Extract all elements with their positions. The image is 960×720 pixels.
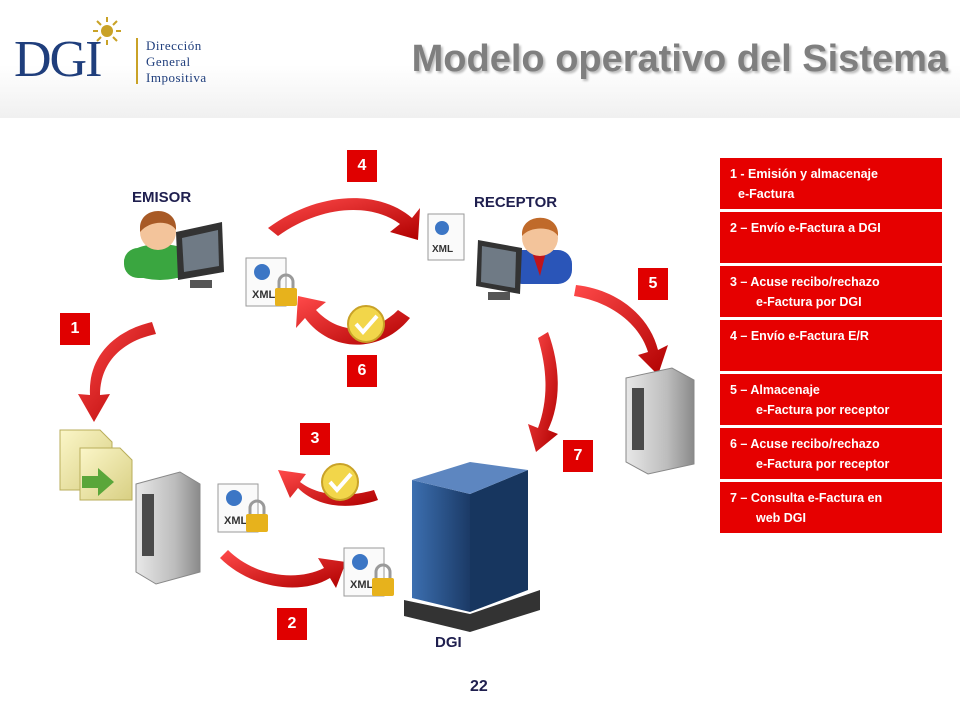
- logo-text: Dirección General Impositiva: [146, 38, 207, 86]
- step-badge-2: 2: [277, 608, 307, 640]
- legend-item-1-line1: 1 - Emisión y almacenaje: [730, 167, 878, 181]
- arrow-3: [278, 470, 378, 506]
- xml-doc-icon-receptor: XML: [427, 213, 465, 261]
- arrow-1: [78, 322, 156, 422]
- legend-item-2: 2 – Envío e-Factura a DGI: [720, 212, 942, 263]
- arrow-7: [528, 332, 558, 452]
- legend-item-3-line1: 3 – Acuse recibo/rechazo: [730, 275, 880, 289]
- step-badge-3: 3: [300, 423, 330, 455]
- arrow-4: [268, 198, 420, 240]
- legend-item-5-line1: 5 – Almacenaje: [730, 383, 820, 397]
- dgi-building-icon: [404, 462, 540, 632]
- svg-text:XML: XML: [432, 244, 453, 255]
- legend-item-5: 5 – Almacenaje e-Factura por receptor: [720, 374, 942, 425]
- dgi-logo: DGI Dirección General Impositiva: [14, 16, 224, 88]
- logo-mark: DGI: [14, 31, 102, 88]
- logo-line-2: General: [146, 54, 191, 69]
- step-badge-1: 1: [60, 313, 90, 345]
- logo-line-1: Dirección: [146, 38, 202, 53]
- legend-item-3: 3 – Acuse recibo/rechazo e-Factura por D…: [720, 266, 942, 317]
- legend-item-7-line1: 7 – Consulta e-Factura en: [730, 491, 883, 505]
- receptor-label: RECEPTOR: [474, 194, 558, 211]
- svg-text:XML: XML: [224, 515, 248, 527]
- page-number: 22: [470, 678, 488, 695]
- xml-doc-icon-dgi-inbound: XML: [217, 483, 268, 533]
- logo-divider: [136, 38, 138, 84]
- dgi-label: DGI: [435, 634, 462, 651]
- emisor-monitor-icon: [176, 222, 224, 288]
- xml-doc-icon-dgi-outbound: XML: [343, 547, 394, 597]
- legend-item-1-line2: e-Factura: [738, 187, 795, 201]
- legend-item-7-line2: web DGI: [756, 511, 807, 525]
- receptor-monitor-icon: [476, 240, 522, 300]
- server-icon-emisor: [135, 471, 201, 585]
- sun-icon: [93, 17, 121, 45]
- legend-item-7: 7 – Consulta e-Factura en web DGI: [720, 482, 942, 533]
- header-band: [0, 0, 960, 118]
- svg-text:XML: XML: [252, 289, 276, 301]
- legend-item-5-line2: e-Factura por receptor: [756, 403, 890, 417]
- xml-doc-icon-emisor: XML: [245, 257, 297, 307]
- legend-item-2-line1: 2 – Envío e-Factura a DGI: [730, 221, 881, 235]
- receptor-user-icon: [508, 217, 572, 284]
- step-badge-7: 7: [563, 440, 593, 472]
- check-icon-6: [347, 305, 385, 343]
- legend: 1 - Emisión y almacenaje e-Factura 2 – E…: [720, 158, 942, 536]
- step-badge-6: 6: [347, 355, 377, 387]
- legend-item-6-line2: e-Factura por receptor: [756, 457, 890, 471]
- svg-text:XML: XML: [350, 579, 374, 591]
- legend-item-6-line1: 6 – Acuse recibo/rechazo: [730, 437, 880, 451]
- legend-item-4-line1: 4 – Envío e-Factura E/R: [730, 329, 869, 343]
- check-icon-3: [321, 463, 359, 501]
- legend-item-1: 1 - Emisión y almacenaje e-Factura: [720, 158, 942, 209]
- arrow-5: [574, 285, 668, 375]
- legend-item-4: 4 – Envío e-Factura E/R: [720, 320, 942, 371]
- legend-item-6: 6 – Acuse recibo/rechazo e-Factura por r…: [720, 428, 942, 479]
- arrow-2: [220, 550, 346, 588]
- stored-documents-icon: [59, 429, 133, 501]
- page-title: Modelo operativo del Sistema: [411, 38, 948, 80]
- server-icon-receptor: [625, 367, 695, 475]
- step-badge-5: 5: [638, 268, 668, 300]
- legend-item-3-line2: e-Factura por DGI: [756, 295, 862, 309]
- emisor-label: EMISOR: [132, 189, 192, 206]
- step-badge-4: 4: [347, 150, 377, 182]
- logo-line-3: Impositiva: [146, 70, 207, 85]
